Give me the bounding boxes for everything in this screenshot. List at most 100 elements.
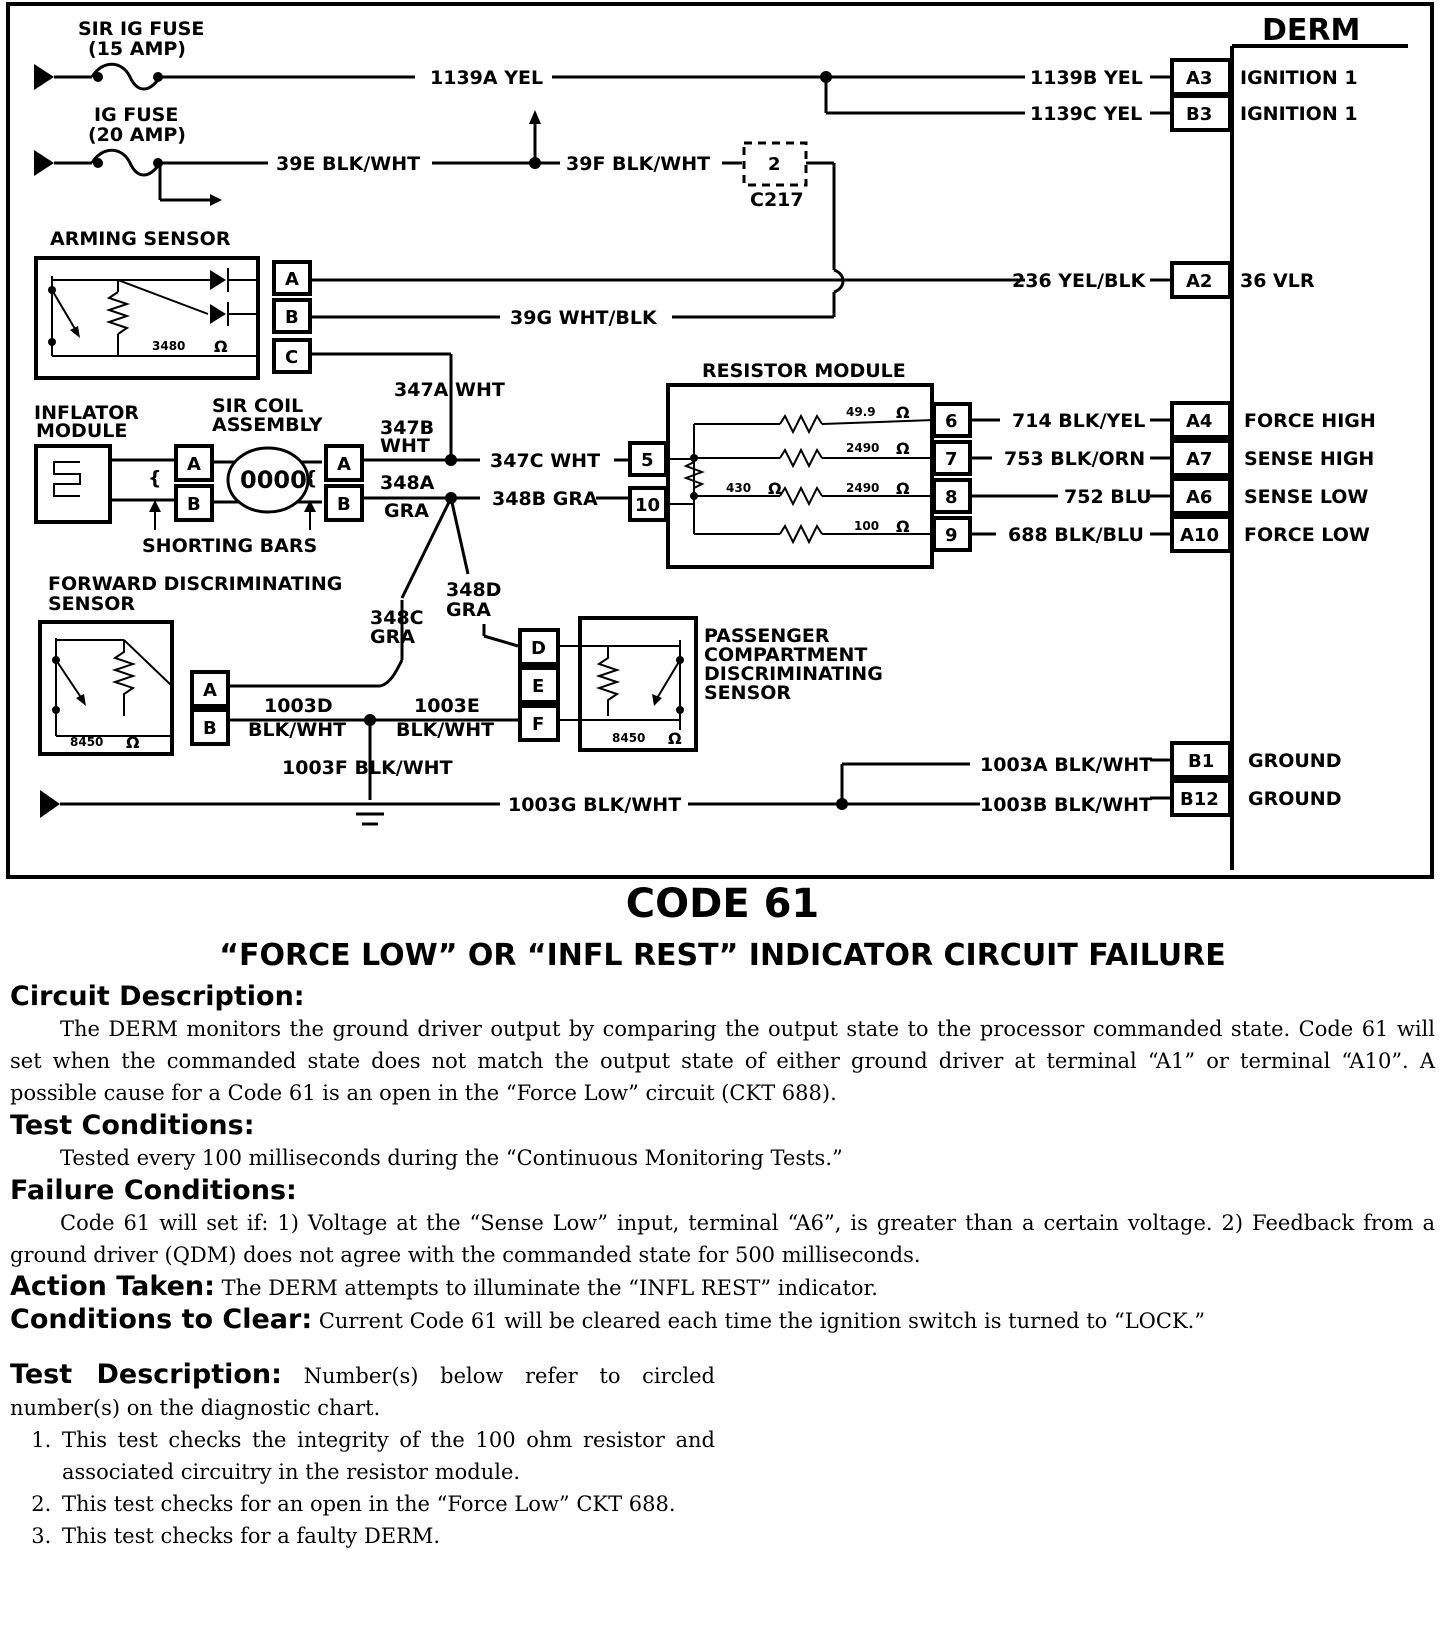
pin-label: A [203,680,217,701]
derm-pin-func: 36 VLR [1240,270,1315,292]
fwd-sensor-label-2: SENSOR [48,593,135,615]
wire-348d-2: GRA [446,599,491,621]
derm-pin-b3 [1170,94,1232,132]
failure-conditions-heading: Failure Conditions: [10,1175,297,1206]
action-taken: Action Taken: The DERM attempts to illum… [10,1271,1435,1304]
derm-pin-func: IGNITION 1 [1240,67,1358,89]
wire-688: 688 BLK/BLU [1008,524,1144,546]
code-title: CODE 61 [625,881,820,927]
resistor-module-label: RESISTOR MODULE [702,360,906,382]
ohm-symbol: Ω [668,729,682,748]
test-description-intro-text: Number(s) below refer to circled number(… [10,1364,715,1420]
derm-pin-a2 [1170,261,1232,299]
pin-label: E [532,676,544,697]
arming-resistor-value: 3480 [152,339,185,353]
wire-347a: 347A WHT [394,379,505,401]
shorting-bar-icon: { [148,467,162,489]
wire-348c-1: 348C [370,607,424,629]
pin-label: A [285,269,299,290]
arming-sensor-label: ARMING SENSOR [50,228,231,250]
wire-1003e-2: BLK/WHT [396,719,494,741]
sir-ig-fuse-label: SIR IG FUSE [78,18,204,40]
action-taken-heading: Action Taken: [10,1271,215,1302]
derm-pin-func: IGNITION 1 [1240,103,1358,125]
wire-348a-2: GRA [384,500,429,522]
circuit-description-heading: Circuit Description: [10,981,305,1012]
wire-1003e-1: 1003E [414,695,480,717]
derm-pin-func: FORCE LOW [1244,524,1370,546]
coil-pin-a [324,444,364,482]
pin-label: F [532,714,544,735]
test-description-heading: Test Description: [10,1359,282,1390]
test-item: This test checks for a faulty DERM. [58,1520,715,1552]
derm-pin-a4 [1170,401,1232,439]
wire-348b: 348B GRA [492,488,598,510]
resistor-value: 430 [726,481,751,495]
pin-label: 5 [641,450,654,471]
diode-icon [210,270,226,290]
ohm-symbol: Ω [896,403,910,422]
c217-pin: 2 [768,154,781,175]
wire-1139a: 1139A YEL [430,67,543,89]
fuse-icon [90,148,162,177]
pin-label: 8 [945,487,958,508]
resistor-value: 2490 [846,441,879,455]
fwd-sensor [38,620,174,756]
test-conditions-text: Tested every 100 milliseconds during the… [60,1146,843,1170]
arming-pin-b [272,298,312,334]
pin-label: A [187,454,201,475]
derm-pin-a10 [1170,515,1232,553]
sir-coil-label-2: ASSEMBLY [212,414,323,436]
inflator-pin-a [174,444,214,482]
power-arrow-icon [34,64,54,90]
rm-pin-10 [628,486,668,522]
derm-pin-label: A4 [1186,411,1212,432]
ohm-symbol: Ω [896,479,910,498]
wire-753: 753 BLK/ORN [1004,448,1145,470]
wire-1003g: 1003G BLK/WHT [508,794,681,816]
pass-pin-e [518,666,560,704]
pin-label: A [337,454,351,475]
resistor-value: 49.9 [846,405,876,419]
pin-label: 7 [945,449,958,470]
wire-347b-2: WHT [380,435,430,457]
power-arrow-icon [34,150,54,176]
inflator-module-label-1: INFLATOR [34,402,139,424]
derm-pin-a6 [1170,477,1232,515]
connector-c217 [742,141,808,187]
derm-pin-b1 [1170,741,1232,779]
derm-pin-label: A3 [1186,68,1212,89]
pass-sensor-label-3: DISCRIMINATING [704,663,883,685]
resistor-value: 2490 [846,481,879,495]
ohm-symbol: Ω [126,733,140,752]
ohm-symbol: Ω [896,517,910,536]
resistor-module [666,383,934,569]
wire-1003d-2: BLK/WHT [248,719,346,741]
action-taken-text: The DERM attempts to illuminate the “INF… [221,1276,878,1300]
wire-714: 714 BLK/YEL [1012,410,1145,432]
arming-sensor [34,256,260,380]
sir-ig-fuse-rating: (15 AMP) [88,38,186,60]
shorting-bar-icon: { [304,467,318,489]
wire-1003a: 1003A BLK/WHT [980,754,1152,776]
derm-pin-list: A3 IGNITION 1 B3 IGNITION 1 A2 36 VLR A4… [1150,58,1376,817]
derm-label: DERM [1262,13,1360,48]
wire-752: 752 BLU [1064,486,1152,508]
circuit-description-text: The DERM monitors the ground driver outp… [10,1017,1435,1105]
derm-pin-label: B1 [1188,751,1214,772]
arming-pin-a [272,260,312,296]
wire-39g: 39G WHT/BLK [510,307,658,329]
inflator-module-label-2: MODULE [36,420,127,442]
pin-label: B [187,494,201,515]
fuse-icon [90,62,162,91]
ohm-symbol: Ω [896,439,910,458]
pin-label: B [337,494,351,515]
wire-39e: 39E BLK/WHT [276,153,420,175]
ig-fuse-label: IG FUSE [94,104,178,126]
derm-pin-a7 [1170,439,1232,477]
shorting-bars-label: SHORTING BARS [142,535,317,557]
pass-sensor [578,616,698,752]
pass-sensor-label-2: COMPARTMENT [704,644,867,666]
c217-label: C217 [750,189,804,211]
ground-arrow-icon [40,790,60,818]
